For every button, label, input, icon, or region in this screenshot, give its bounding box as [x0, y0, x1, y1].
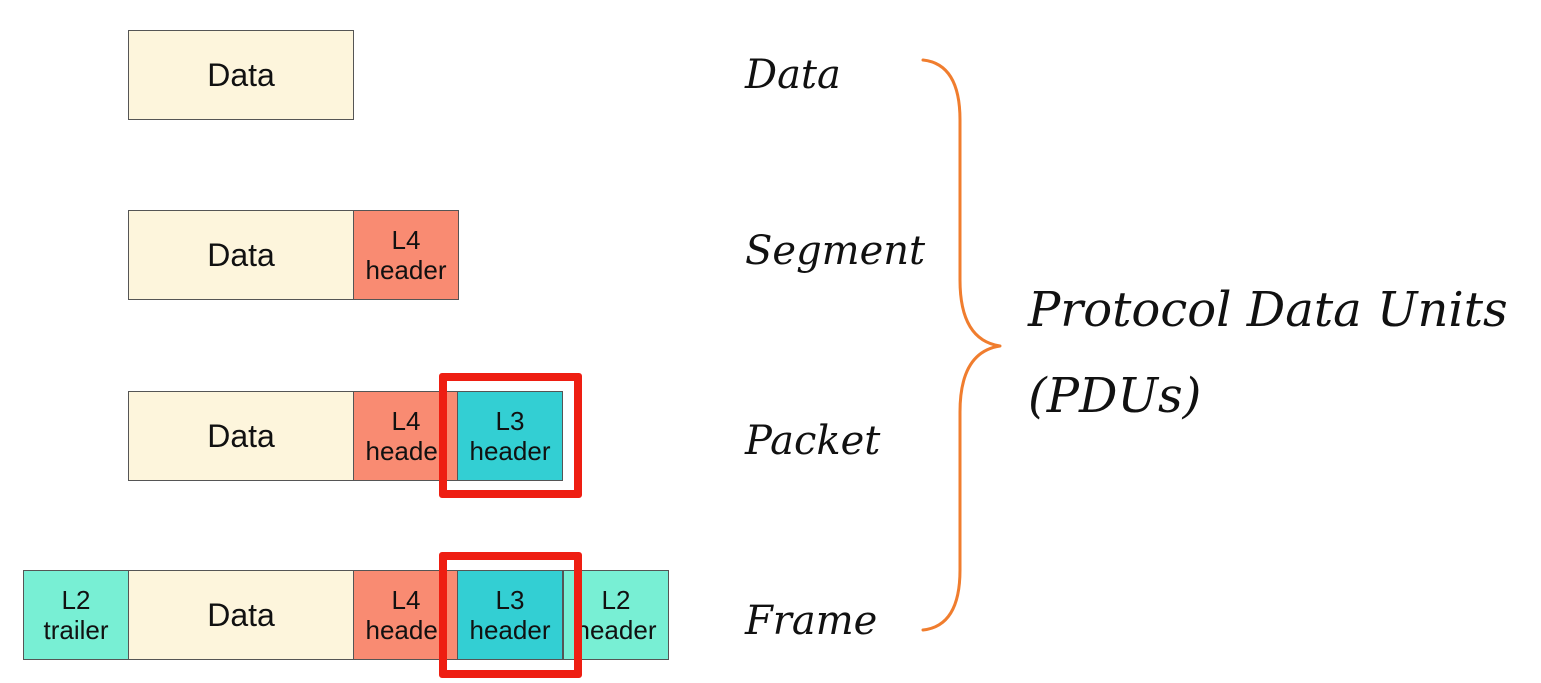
packet-l3-highlight	[439, 373, 582, 498]
l4-line2: header	[365, 615, 447, 645]
l3-line1: L3	[495, 406, 525, 436]
pdu-name-segment: Segment	[745, 228, 926, 274]
frame-l2-trailer-block: L2 trailer	[23, 570, 129, 660]
l4-line2: header	[365, 255, 447, 285]
packet-l3-header-block: L3 header	[457, 391, 563, 481]
pdu-name-frame: Frame	[745, 598, 878, 644]
l4-line1: L4	[391, 585, 421, 615]
packet-data-block: Data	[128, 391, 354, 481]
frame-data-block: Data	[128, 570, 354, 660]
frame-l3-highlight	[439, 552, 582, 678]
frame-l3-header-block: L3 header	[457, 570, 563, 660]
l2-header-line2: header	[575, 615, 657, 645]
l3-line2: header	[469, 436, 551, 466]
l2-trailer-line2: trailer	[43, 615, 109, 645]
l4-line1: L4	[391, 406, 421, 436]
l2-trailer-line1: L2	[61, 585, 91, 615]
l2-header-line1: L2	[601, 585, 631, 615]
curly-brace	[921, 58, 1002, 632]
pdu-name-data: Data	[745, 52, 841, 98]
segment-data-block: Data	[128, 210, 354, 300]
pdu-group-abbrev: (PDUs)	[1028, 368, 1202, 424]
pdu-group-title: Protocol Data Units	[1028, 282, 1508, 338]
pdu-name-packet: Packet	[745, 418, 881, 464]
segment-l4-header-block: L4 header	[353, 210, 459, 300]
l3-line1: L3	[495, 585, 525, 615]
data-block: Data	[128, 30, 354, 120]
l3-line2: header	[469, 615, 551, 645]
l4-line1: L4	[391, 225, 421, 255]
l4-line2: header	[365, 436, 447, 466]
